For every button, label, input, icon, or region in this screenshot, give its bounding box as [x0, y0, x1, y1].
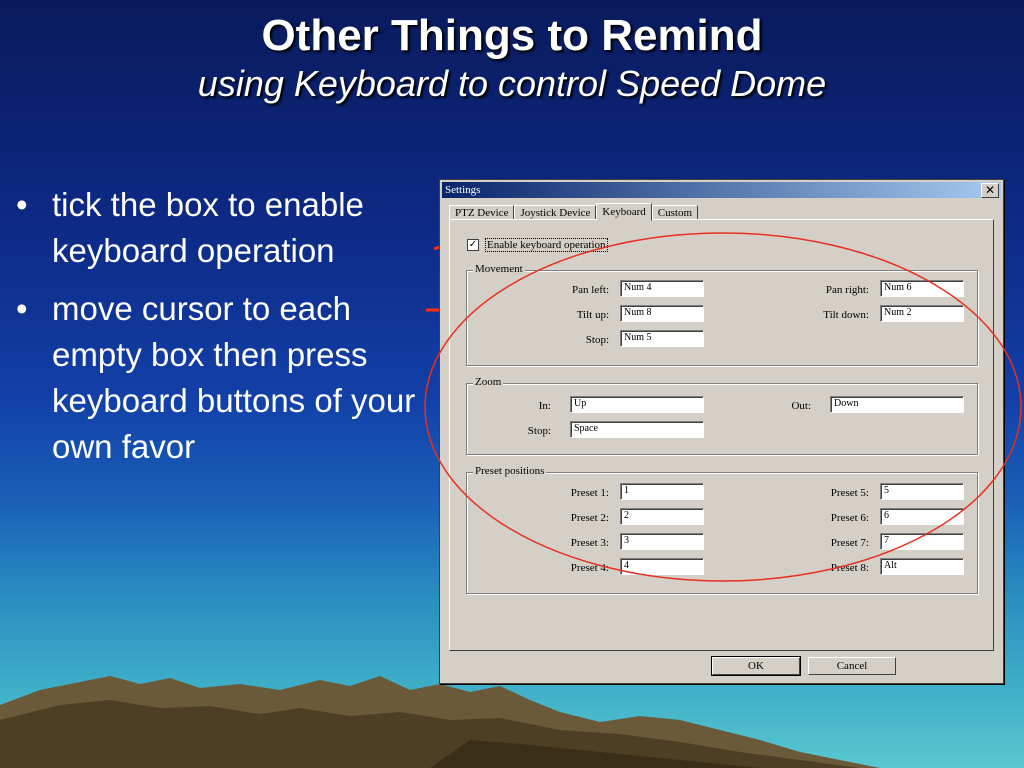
close-icon: ✕	[984, 183, 996, 197]
pan-right-label: Pan right:	[825, 284, 869, 296]
zoom-stop-field[interactable]: Space	[570, 421, 704, 438]
movement-group: Movement Pan left: Num 4 Pan right: Num …	[466, 263, 978, 366]
movement-stop-label: Stop:	[585, 334, 609, 346]
preset-8-label: Preset 8:	[830, 562, 869, 574]
zoom-in-field[interactable]: Up	[570, 396, 704, 413]
zoom-in-label: In:	[538, 400, 551, 412]
settings-dialog: Settings ✕ PTZ Device Joystick Device Ke…	[439, 179, 1004, 684]
pan-left-label: Pan left:	[572, 284, 609, 296]
tab-custom[interactable]: Custom	[651, 205, 699, 220]
zoom-group: Zoom In: Up Out: Down Stop: Space	[466, 376, 978, 455]
tab-keyboard[interactable]: Keyboard	[596, 203, 652, 221]
dialog-title: Settings	[445, 184, 481, 196]
movement-stop-field[interactable]: Num 5	[620, 330, 704, 347]
tab-strip: PTZ Device Joystick Device Keyboard Cust…	[449, 203, 699, 221]
preset-5-field[interactable]: 5	[880, 483, 964, 500]
enable-keyboard-row[interactable]: ✓ Enable keyboard operation	[467, 238, 608, 252]
cancel-button[interactable]: Cancel	[808, 657, 896, 675]
bullet-list: • tick the box to enable keyboard operat…	[14, 182, 434, 482]
preset-2-field[interactable]: 2	[620, 508, 704, 525]
preset-7-label: Preset 7:	[830, 537, 869, 549]
ok-button[interactable]: OK	[711, 656, 801, 676]
tilt-up-field[interactable]: Num 8	[620, 305, 704, 322]
movement-group-title: Movement	[473, 263, 525, 275]
tab-joystick-device[interactable]: Joystick Device	[514, 205, 597, 220]
tilt-down-label: Tilt down:	[823, 309, 869, 321]
preset-5-label: Preset 5:	[830, 487, 869, 499]
bullet-text: tick the box to enable keyboard operatio…	[52, 186, 364, 269]
slide-title: Other Things to Remind	[261, 11, 763, 60]
keyboard-tab-panel: ✓ Enable keyboard operation Movement Pan…	[449, 219, 994, 651]
tilt-down-field[interactable]: Num 2	[880, 305, 964, 322]
preset-1-label: Preset 1:	[570, 487, 609, 499]
zoom-out-label: Out:	[791, 400, 811, 412]
zoom-group-title: Zoom	[473, 376, 504, 388]
preset-3-field[interactable]: 3	[620, 533, 704, 550]
preset-2-label: Preset 2:	[570, 512, 609, 524]
bullet-text: move cursor to each empty box then press…	[52, 290, 416, 465]
preset-6-label: Preset 6:	[830, 512, 869, 524]
preset-positions-group: Preset positions Preset 1: 1 Preset 2: 2…	[466, 465, 978, 594]
zoom-out-field[interactable]: Down	[830, 396, 964, 413]
dialog-titlebar[interactable]: Settings ✕	[442, 182, 1001, 198]
enable-keyboard-checkbox[interactable]: ✓	[467, 239, 479, 251]
highlight-ellipse	[424, 232, 1022, 582]
check-icon: ✓	[468, 239, 478, 250]
preset-6-field[interactable]: 6	[880, 508, 964, 525]
slide-subtitle: using Keyboard to control Speed Dome	[197, 63, 827, 104]
preset-3-label: Preset 3:	[570, 537, 609, 549]
pan-left-field[interactable]: Num 4	[620, 280, 704, 297]
pan-right-field[interactable]: Num 6	[880, 280, 964, 297]
close-button[interactable]: ✕	[981, 183, 999, 198]
preset-8-field[interactable]: Alt	[880, 558, 964, 575]
bullet-dot-icon: •	[16, 290, 28, 327]
preset-4-field[interactable]: 4	[620, 558, 704, 575]
bullet-dot-icon: •	[16, 186, 28, 223]
preset-7-field[interactable]: 7	[880, 533, 964, 550]
tab-ptz-device[interactable]: PTZ Device	[449, 205, 515, 220]
preset-1-field[interactable]: 1	[620, 483, 704, 500]
slide-title-block: Other Things to Remind using Keyboard to…	[0, 10, 1024, 106]
preset-group-title: Preset positions	[473, 465, 547, 477]
zoom-stop-label: Stop:	[527, 425, 551, 437]
bullet-item: • move cursor to each empty box then pre…	[14, 286, 434, 470]
enable-keyboard-label[interactable]: Enable keyboard operation	[485, 238, 608, 252]
tilt-up-label: Tilt up:	[576, 309, 609, 321]
bullet-item: • tick the box to enable keyboard operat…	[14, 182, 434, 274]
